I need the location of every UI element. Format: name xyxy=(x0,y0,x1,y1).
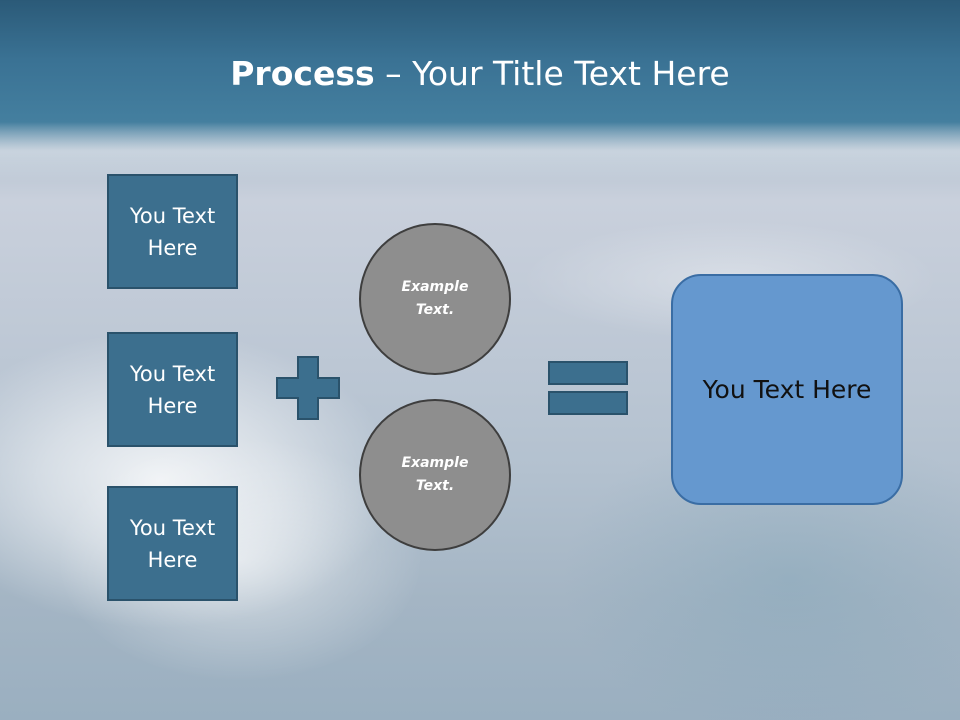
equals-icon xyxy=(548,361,630,416)
example-circle-label: Example Text. xyxy=(401,279,469,318)
example-circle-label: Example Text. xyxy=(401,455,469,494)
input-box-label: You Text Here xyxy=(129,203,216,260)
input-box-3: You Text Here xyxy=(107,486,238,601)
plus-icon xyxy=(276,356,340,420)
result-box: You Text Here xyxy=(671,274,903,505)
slide-title-rest: – Your Title Text Here xyxy=(374,54,730,93)
result-box-label: You Text Here xyxy=(702,375,872,404)
example-circle-1: Example Text. xyxy=(359,223,511,375)
input-box-1: You Text Here xyxy=(107,174,238,289)
input-box-label: You Text Here xyxy=(129,361,216,418)
slide-title-bold: Process xyxy=(230,54,375,93)
slide-title: Process – Your Title Text Here xyxy=(0,52,960,96)
input-box-label: You Text Here xyxy=(129,515,216,572)
example-circle-2: Example Text. xyxy=(359,399,511,551)
horizon-haze xyxy=(0,122,960,182)
input-box-2: You Text Here xyxy=(107,332,238,447)
